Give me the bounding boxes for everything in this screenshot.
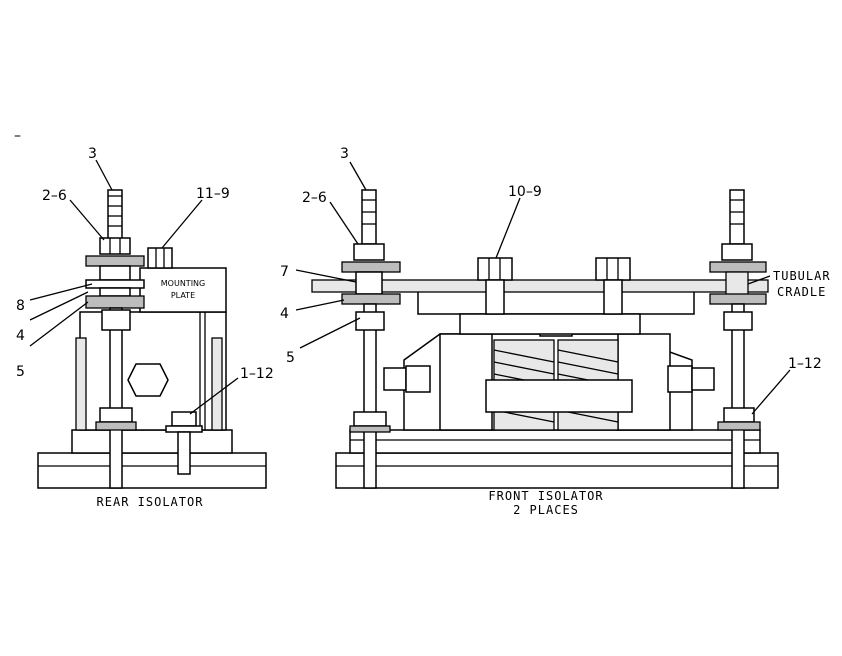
front-caption-1: FRONT ISOLATOR <box>488 489 603 503</box>
rear-washer-8 <box>85 279 145 289</box>
rear-bolt-1-12 <box>171 411 197 427</box>
front-side-nut-left <box>405 365 431 393</box>
tubular-cradle-label-1: TUBULAR <box>773 269 831 283</box>
front-left-top-nut <box>353 243 385 261</box>
front-right-stud <box>729 189 745 245</box>
rear-lower-plate <box>71 429 233 454</box>
front-caption-2: 2 PLACES <box>513 503 579 517</box>
rear-long-rod <box>109 307 123 489</box>
rear-washer-top <box>85 255 145 267</box>
front-callout-10-9: 10–9 <box>508 184 542 200</box>
rear-callout-1-12: 1–12 <box>240 366 274 382</box>
rear-caption: REAR ISOLATOR <box>97 495 204 509</box>
mounting-plate-label-1: MOUNTING <box>161 279 205 288</box>
front-callout-7: 7 <box>280 264 289 280</box>
front-callout-4: 4 <box>280 306 289 322</box>
rear-callout-4: 4 <box>16 328 25 344</box>
rear-callout-8: 8 <box>16 298 25 314</box>
front-inner-block <box>485 379 633 413</box>
front-left-stud <box>361 189 377 245</box>
front-lower-plate <box>349 429 761 454</box>
rear-callout-11-9: 11–9 <box>196 186 230 202</box>
front-bolt-10-9-right <box>595 257 631 281</box>
front-isolator: 3 2–6 10–9 7 4 5 1–12 TUBULAR CRADLE FRO… <box>280 146 831 517</box>
rear-callout-3: 3 <box>88 146 97 162</box>
corner-mark: – <box>14 128 21 144</box>
rear-stud <box>107 189 123 241</box>
rear-callout-2-6: 2–6 <box>42 188 67 204</box>
mounting-plate-label-2: PLATE <box>171 291 195 300</box>
front-base-slab <box>335 452 779 489</box>
rear-base-slab <box>37 452 267 489</box>
front-callout-3: 3 <box>340 146 349 162</box>
front-side-nut-right <box>667 365 693 393</box>
front-upper-plate <box>417 289 695 315</box>
rear-top-nut <box>99 237 131 255</box>
front-right-top-nut <box>721 243 753 261</box>
tubular-cradle <box>311 279 769 293</box>
front-callout-2-6: 2–6 <box>302 190 327 206</box>
rear-callout-5: 5 <box>16 364 25 380</box>
rear-isolator: MOUNTING PLATE <box>16 146 274 509</box>
front-callout-5: 5 <box>286 350 295 366</box>
rear-hex-nut <box>127 363 169 397</box>
tubular-cradle-label-2: CRADLE <box>777 285 826 299</box>
rear-mounting-plate <box>139 267 227 313</box>
front-left-rod <box>363 303 377 489</box>
front-callout-1-12: 1–12 <box>788 356 822 372</box>
front-bolt-10-9-left <box>477 257 513 281</box>
front-right-rod <box>731 303 745 489</box>
rear-washer-5 <box>85 295 145 309</box>
rear-bolt-11-9 <box>147 247 173 269</box>
